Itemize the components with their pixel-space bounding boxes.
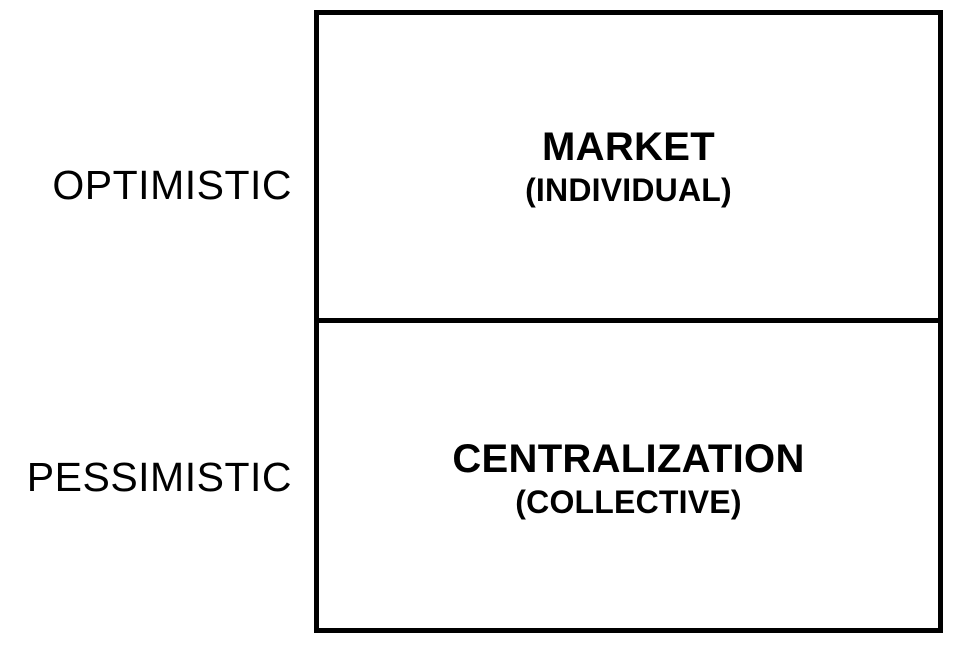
matrix-cell-centralization[interactable]: CENTRALIZATION (COLLECTIVE) — [319, 323, 938, 628]
cell-title-centralization: CENTRALIZATION — [452, 437, 805, 481]
row-label-optimistic: OPTIMISTIC — [52, 162, 292, 208]
row-label-pessimistic: PESSIMISTIC — [26, 454, 292, 500]
cell-subtitle-market: (INDIVIDUAL) — [525, 171, 732, 208]
quadrant-matrix: MARKET (INDIVIDUAL) CENTRALIZATION (COLL… — [314, 10, 943, 633]
cell-subtitle-centralization: (COLLECTIVE) — [515, 483, 742, 520]
cell-title-market: MARKET — [542, 125, 715, 169]
matrix-cell-market[interactable]: MARKET (INDIVIDUAL) — [319, 15, 938, 323]
